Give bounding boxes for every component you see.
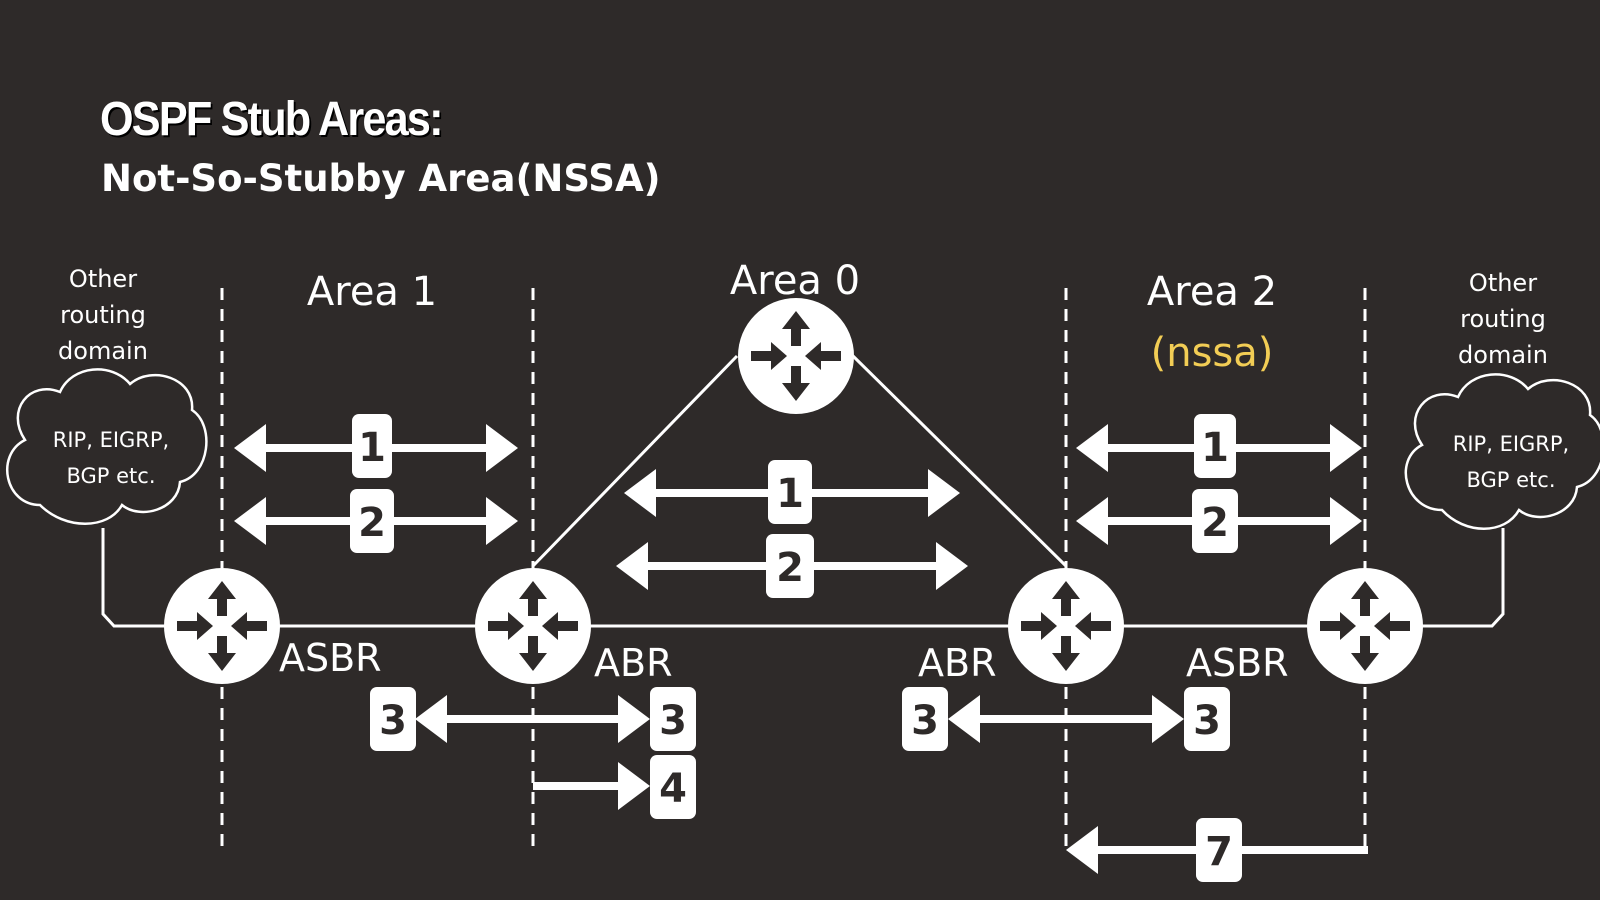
cloud-left-domain (6, 368, 208, 525)
page-title: OSPF Stub Areas: (100, 93, 443, 146)
domain-right-line1: Other (1469, 269, 1537, 297)
domain-left-line1: Other (69, 265, 137, 293)
cloud-right-protocols-2: BGP etc. (1466, 468, 1555, 492)
lsa-badge-area0-type2 (766, 534, 814, 598)
area0-label: Area 0 (730, 258, 860, 304)
lsa-badge-label: 7 (1205, 829, 1233, 875)
lsa-badge-label: 2 (776, 545, 804, 591)
lsa-badge-label: 2 (358, 500, 386, 546)
page-subtitle: Not-So-Stubby Area(NSSA) (101, 157, 661, 200)
lsa-badge-area2-type3-right (1184, 687, 1230, 751)
lsa-badge-area1-type2 (350, 489, 394, 553)
lsa-badge-area0-type1 (768, 460, 812, 524)
router-label-asbr-left: ASBR (279, 636, 382, 680)
cloud-right-protocols-1: RIP, EIGRP, (1453, 432, 1569, 456)
router-icon-area0 (738, 298, 854, 414)
lsa-badge-area2-type1 (1194, 414, 1236, 478)
link-right-domain (1420, 528, 1505, 628)
lsa-badge-area1-type3-right (650, 687, 696, 751)
cloud-left-protocols-2: BGP etc. (66, 464, 155, 488)
lsa-badge-area1-type4 (650, 755, 696, 819)
lsa-badge-area1-type1 (352, 414, 392, 478)
lsa-badge-label: 3 (379, 698, 407, 744)
lsa-badge-area1-type3-left (370, 687, 416, 751)
router-icon-asbr-left (164, 568, 280, 684)
domain-left-line2: routing (60, 301, 146, 329)
router-icon-abr-left (475, 568, 591, 684)
lsa-arrow-area2-type3 (948, 695, 1184, 743)
area2-nssa-label: (nssa) (1151, 330, 1274, 376)
domain-left-line3: domain (58, 337, 148, 365)
lsa-badge-label: 2 (1201, 500, 1229, 546)
lsa-arrow-area1-type4 (533, 762, 650, 810)
lsa-badge-label: 1 (1201, 425, 1229, 471)
cloud-right-domain (1404, 373, 1600, 530)
lsa-badge-label: 3 (911, 698, 939, 744)
lsa-badge-label: 3 (1193, 698, 1221, 744)
lsa-arrow-area1-type3 (415, 695, 650, 743)
link-left-domain (101, 528, 170, 628)
router-label-asbr-right: ASBR (1186, 641, 1289, 685)
area1-label: Area 1 (307, 269, 437, 315)
lsa-badge-label: 1 (776, 471, 804, 517)
lsa-badge-area2-type2 (1192, 489, 1238, 553)
router-label-abr-right: ABR (918, 641, 996, 685)
domain-right-line3: domain (1458, 341, 1548, 369)
router-icon-abr-right (1008, 568, 1124, 684)
router-icon-asbr-right (1307, 568, 1423, 684)
domain-right-line2: routing (1460, 305, 1546, 333)
router-label-abr-left: ABR (594, 641, 672, 685)
lsa-badge-label: 4 (659, 766, 687, 812)
lsa-badge-label: 1 (358, 425, 386, 471)
link-abr-right-area0 (851, 354, 1068, 568)
area2-label: Area 2 (1147, 269, 1277, 315)
cloud-left-protocols-1: RIP, EIGRP, (53, 428, 169, 452)
lsa-badge-label: 3 (659, 698, 687, 744)
lsa-badge-area2-type7 (1196, 818, 1242, 882)
lsa-badge-area2-type3-left (902, 687, 948, 751)
link-abr-left-area0 (531, 354, 739, 568)
